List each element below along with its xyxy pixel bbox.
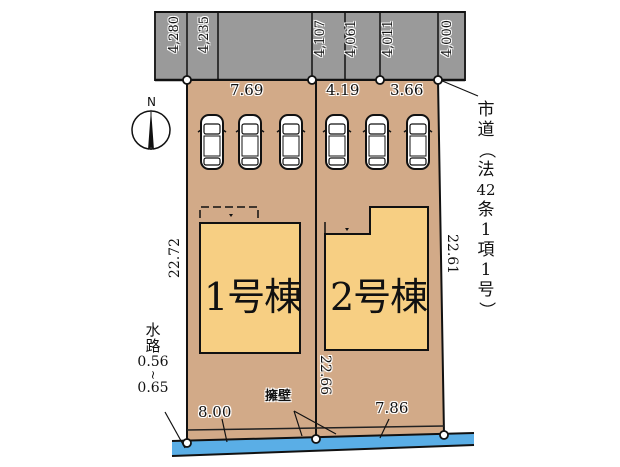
compass-north-label: N <box>147 95 156 109</box>
compass-icon <box>131 109 171 150</box>
car-icon <box>322 114 352 170</box>
road-width-3: 4,107 <box>313 20 328 58</box>
lot1-frontage: 7.69 <box>230 81 264 99</box>
waterway-label: 水 路 0.56 ~ 0.65 <box>137 321 169 396</box>
car-icon <box>276 114 306 170</box>
road-width-2: 4,235 <box>197 16 212 54</box>
boundary-markers <box>182 75 449 448</box>
lot1-left-side: 22.72 <box>167 238 183 279</box>
car-icon <box>197 114 227 170</box>
lot2-frontage-a: 4.19 <box>326 81 360 99</box>
city-road <box>154 11 466 81</box>
road-width-5: 4,011 <box>381 20 396 58</box>
building-2-label: 2号棟 <box>330 275 428 319</box>
road-name-label: 市 道 （ 法 42 条 1 項 1 号 ） <box>476 100 496 319</box>
building-2 <box>324 206 429 351</box>
lot2-frontage-b: 3.66 <box>390 81 424 99</box>
lot2-rear: 7.86 <box>375 399 409 417</box>
road-width-4: 4,061 <box>344 20 359 58</box>
parking-lot-1 <box>197 114 306 170</box>
lot2-right-side: 22.61 <box>444 234 460 275</box>
car-icon <box>362 114 392 170</box>
road-width-6: 4,000 <box>440 20 455 58</box>
car-icon <box>403 114 433 170</box>
parking-lot-2 <box>322 114 433 170</box>
retaining-wall-label: 擁壁 <box>265 389 292 404</box>
road-width-lines <box>186 13 479 97</box>
lot2-shared-side: 22.66 <box>317 355 333 396</box>
waterway <box>172 433 474 456</box>
building-1-label: 1号棟 <box>204 275 302 319</box>
road-width-1: 4,280 <box>167 16 182 54</box>
lot1-rear: 8.00 <box>198 403 232 421</box>
car-icon <box>235 114 265 170</box>
building-1 <box>199 206 301 354</box>
